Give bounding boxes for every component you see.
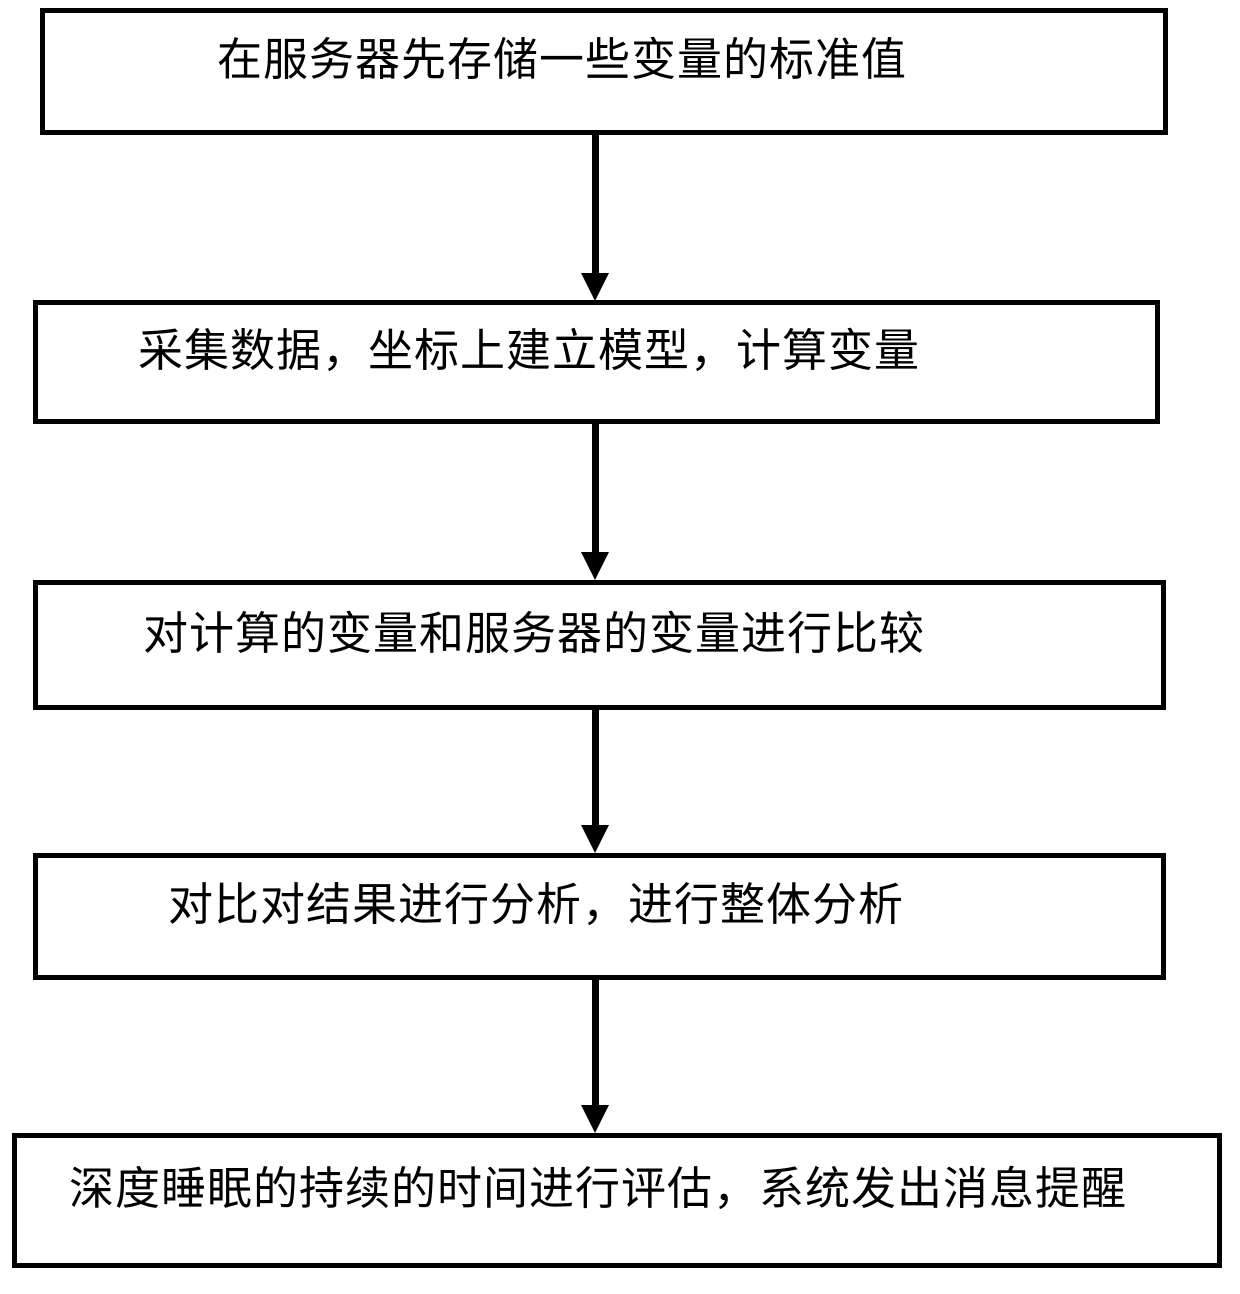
arrow-3-line bbox=[592, 710, 599, 827]
arrow-1-line bbox=[592, 135, 599, 275]
arrow-4-line bbox=[592, 980, 599, 1107]
flow-step-3: 对计算的变量和服务器的变量进行比较 bbox=[33, 580, 1166, 710]
flow-step-3-label: 对计算的变量和服务器的变量进行比较 bbox=[143, 608, 926, 659]
arrow-4-head-icon bbox=[581, 1105, 609, 1133]
arrow-2-head-icon bbox=[581, 552, 609, 580]
arrow-2-line bbox=[592, 424, 599, 554]
flow-step-2-label: 采集数据，坐标上建立模型，计算变量 bbox=[138, 325, 921, 376]
flow-step-2: 采集数据，坐标上建立模型，计算变量 bbox=[33, 300, 1160, 424]
arrow-1-head-icon bbox=[581, 273, 609, 301]
flow-step-4-label: 对比对结果进行分析，进行整体分析 bbox=[168, 880, 905, 930]
flow-step-5-label: 深度睡眠的持续的时间进行评估，系统发出消息提醒 bbox=[69, 1164, 1128, 1214]
flow-step-1-label: 在服务器先存储一些变量的标准值 bbox=[217, 35, 908, 85]
flow-step-5: 深度睡眠的持续的时间进行评估，系统发出消息提醒 bbox=[12, 1133, 1222, 1268]
arrow-3-head-icon bbox=[581, 825, 609, 853]
flow-step-4: 对比对结果进行分析，进行整体分析 bbox=[33, 853, 1166, 980]
flow-step-1: 在服务器先存储一些变量的标准值 bbox=[40, 8, 1168, 135]
